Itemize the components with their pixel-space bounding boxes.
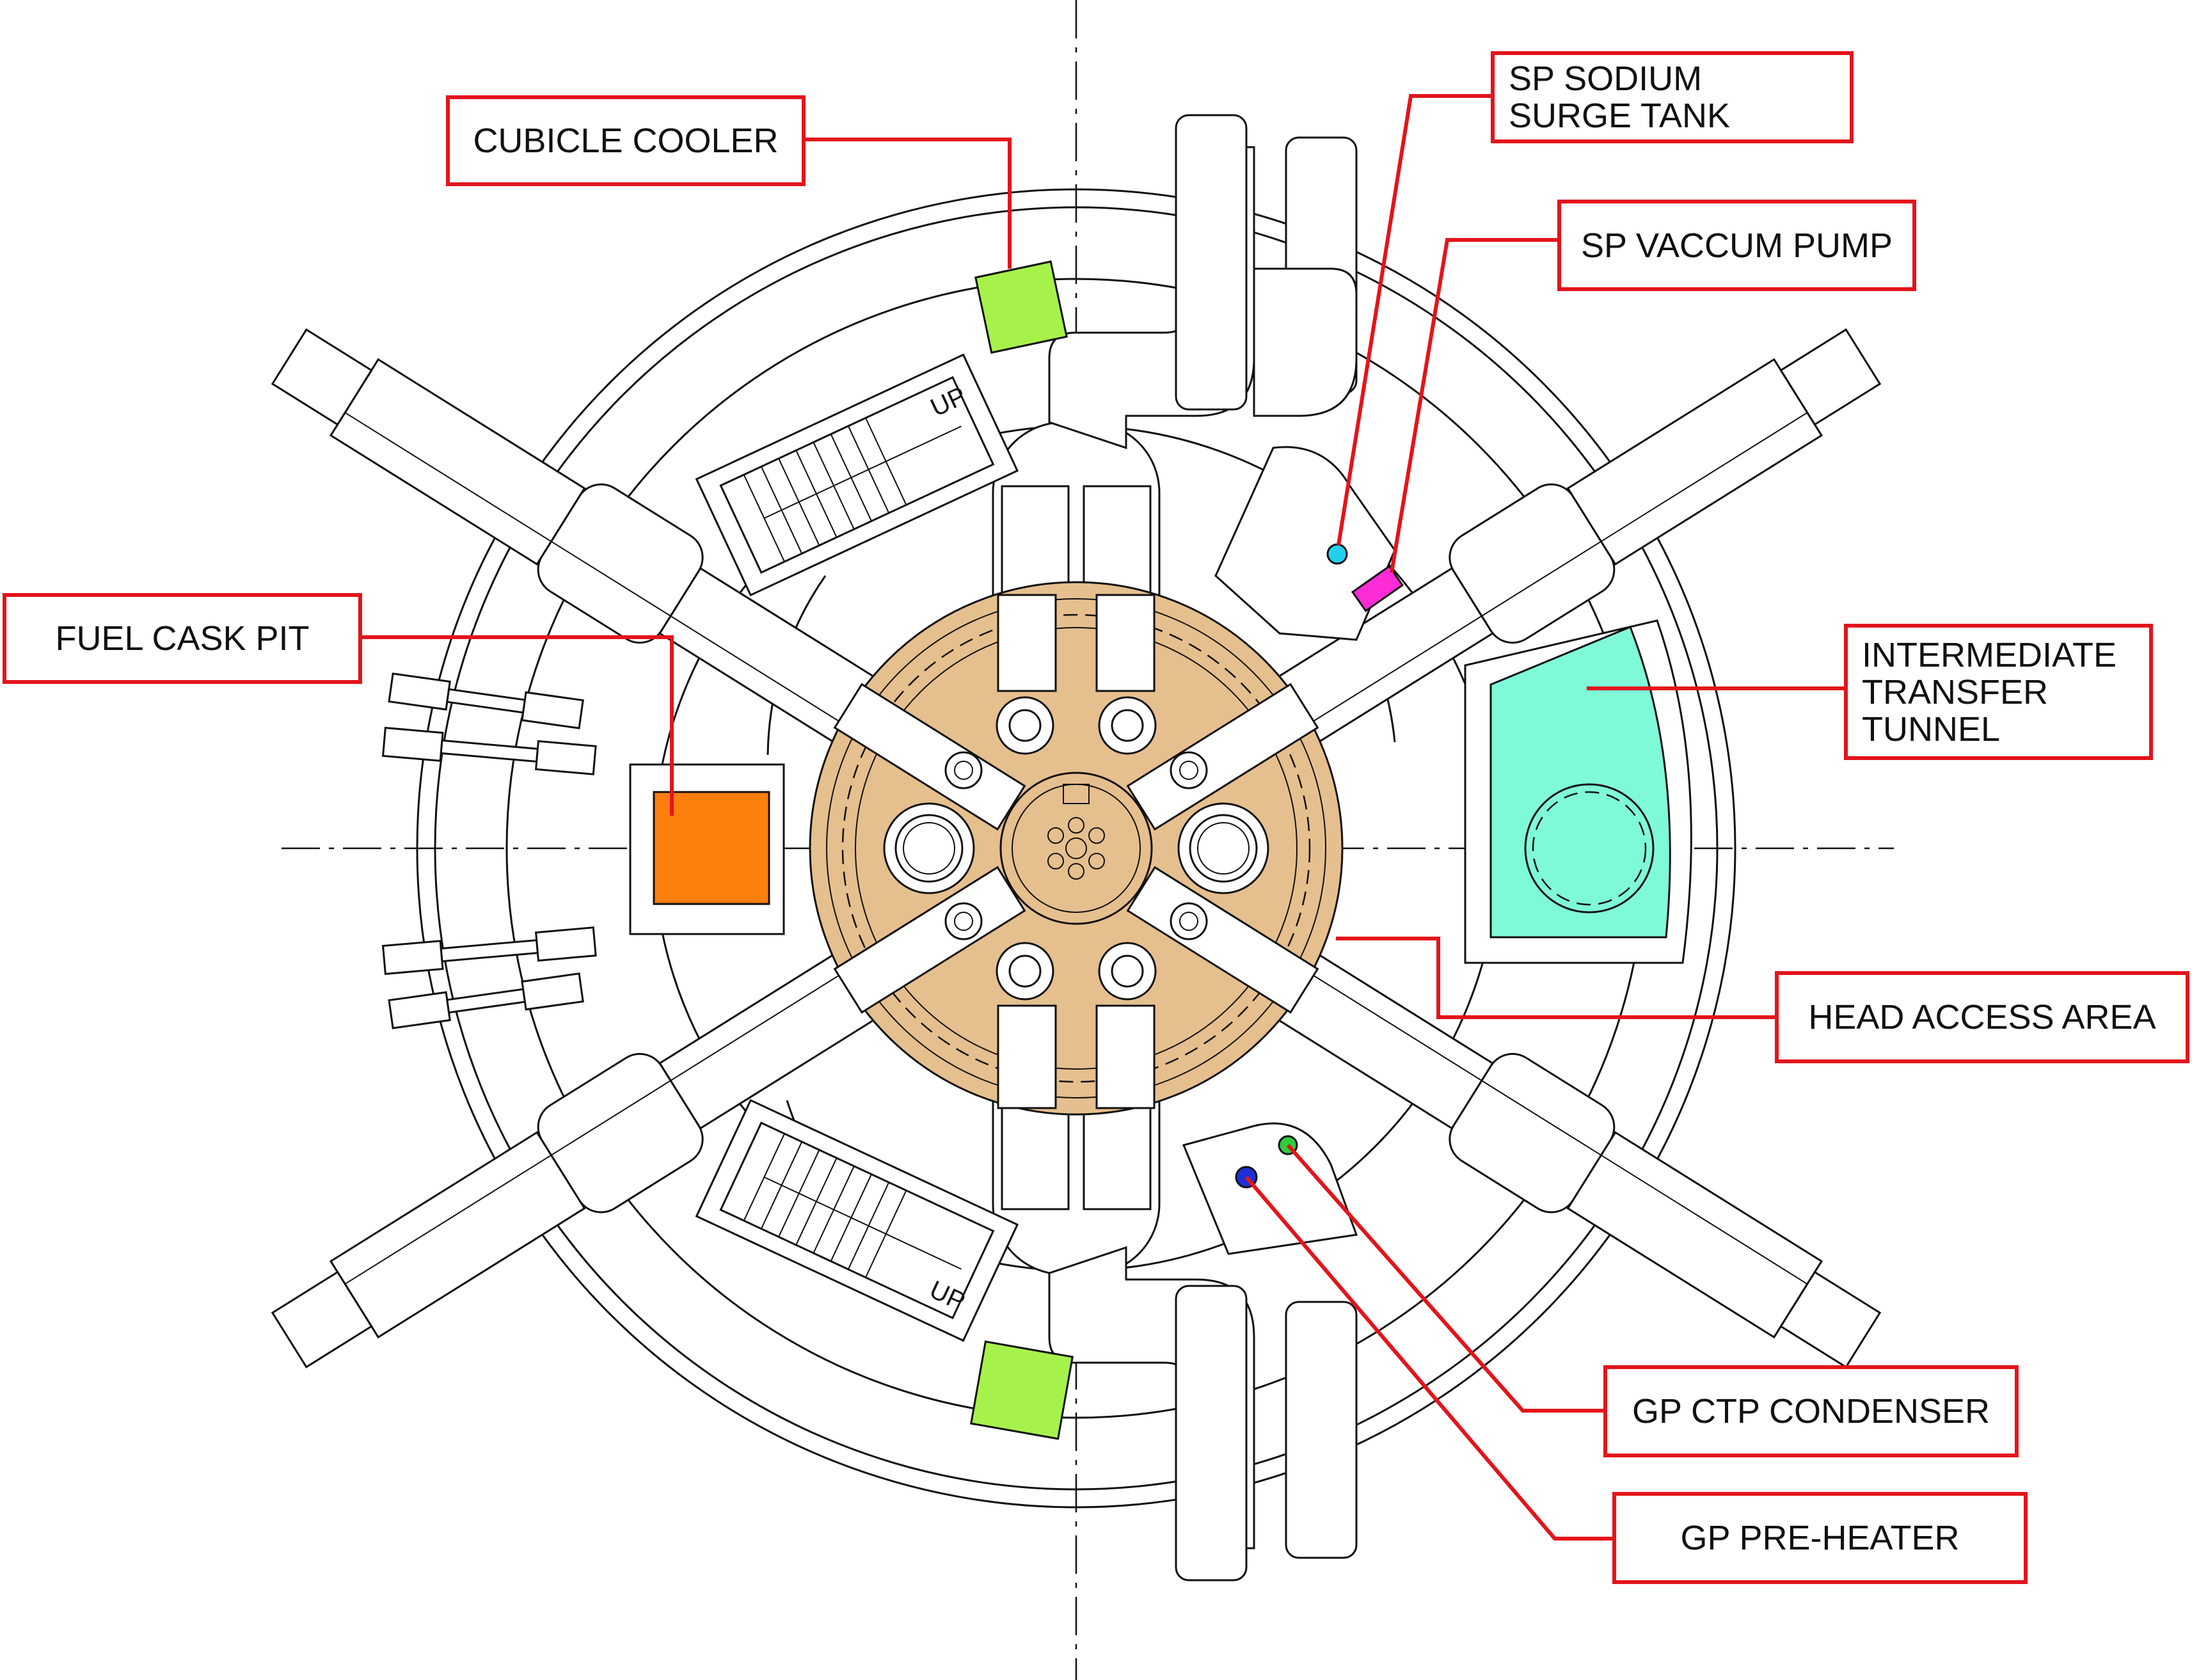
leader-sp-vaccum-pump — [1390, 238, 1559, 573]
label-sp-sodium-surge-tank-text: SP SODIUM SURGE TANK — [1509, 59, 1731, 135]
cubicle-cooler-top — [974, 260, 1068, 354]
label-sp-vaccum-pump-text: SP VACCUM PUMP — [1580, 226, 1893, 265]
label-gp-ctp-condenser: GP CTP CONDENSER — [1603, 1365, 2019, 1457]
label-cubicle-cooler: CUBICLE COOLER — [446, 95, 806, 186]
head-nozzles — [883, 696, 1269, 1001]
label-gp-pre-heater-text: GP PRE-HEATER — [1680, 1519, 1960, 1557]
leader-head-access-area — [1336, 937, 1777, 1019]
head-access-area — [809, 581, 1344, 1116]
label-cubicle-cooler-text: CUBICLE COOLER — [473, 122, 779, 160]
head-channels — [833, 594, 1319, 1109]
lower-stair: UP — [695, 1098, 1019, 1342]
gp-equipment-cell — [1182, 1122, 1358, 1255]
cubicle-cooler-bottom — [970, 1340, 1074, 1440]
leader-sp-sodium-surge-tank — [1337, 94, 1493, 546]
label-intermediate-transfer-tunnel: INTERMEDIATE TRANSFER TUNNEL — [1844, 624, 2153, 760]
label-head-access-area-text: HEAD ACCESS AREA — [1808, 998, 2156, 1036]
leader-cubicle-cooler — [803, 138, 1012, 269]
upper-stair: UP — [695, 353, 1019, 597]
label-gp-ctp-condenser-text: GP CTP CONDENSER — [1632, 1392, 1990, 1430]
leader-lines — [360, 94, 1847, 1541]
leader-fuel-cask-pit — [360, 635, 674, 816]
label-head-access-area: HEAD ACCESS AREA — [1775, 971, 2189, 1063]
leader-gp-pre-heater — [1244, 1176, 1615, 1541]
left-side-penetrations — [381, 672, 597, 1029]
intermediate-transfer-tunnel — [1489, 626, 1671, 939]
sp-sodium-surge-tank — [1326, 543, 1348, 565]
label-intermediate-transfer-tunnel-text: INTERMEDIATE TRANSFER TUNNEL — [1862, 635, 2117, 749]
reactor-head — [809, 581, 1344, 1116]
lower-left-pipe-arm — [271, 872, 1006, 1368]
label-fuel-cask-pit-text: FUEL CASK PIT — [55, 619, 310, 658]
sp-equipment-cell — [1214, 446, 1396, 641]
label-sp-vaccum-pump: SP VACCUM PUMP — [1557, 200, 1916, 291]
leader-gp-ctp-condenser — [1286, 1144, 1606, 1413]
sp-vaccum-pump — [1351, 565, 1404, 612]
label-sp-sodium-surge-tank: SP SODIUM SURGE TANK — [1491, 51, 1854, 143]
label-fuel-cask-pit: FUEL CASK PIT — [3, 593, 362, 684]
label-gp-pre-heater: GP PRE-HEATER — [1612, 1492, 2028, 1584]
